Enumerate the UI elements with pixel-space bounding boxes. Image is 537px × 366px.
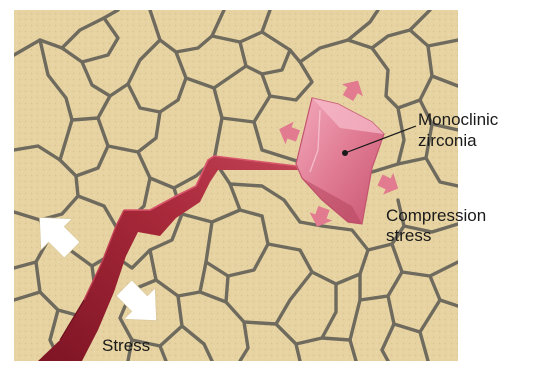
monoclinic-label-line2: zirconia [418, 131, 477, 150]
compression-label-line1: Compression [386, 206, 486, 225]
stress-label: Stress [102, 336, 150, 355]
compression-label-line2: stress [386, 226, 431, 245]
monoclinic-label-line1: Monoclinic [418, 110, 498, 129]
monoclinic-leader-dot [342, 150, 348, 156]
